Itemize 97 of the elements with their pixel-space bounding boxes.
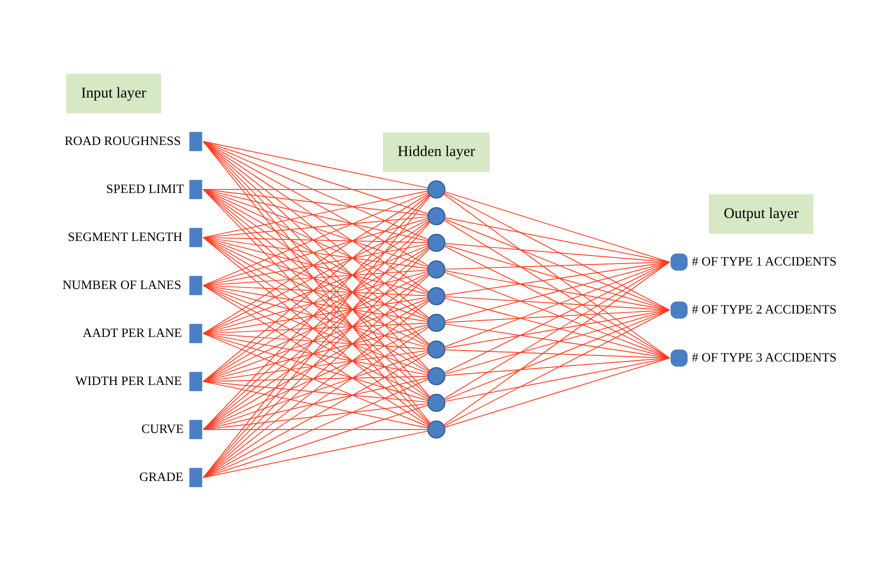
connector xyxy=(202,271,428,334)
connector xyxy=(202,218,429,286)
connector xyxy=(202,378,429,478)
connector xyxy=(444,246,670,358)
node-label: SPEED LIMIT xyxy=(106,182,184,196)
connector xyxy=(202,285,429,400)
connector xyxy=(202,352,429,430)
connector xyxy=(202,333,428,376)
connector xyxy=(202,141,429,240)
connector xyxy=(444,262,670,400)
connector xyxy=(444,310,670,426)
connector xyxy=(444,217,670,262)
connector xyxy=(444,358,670,402)
connector xyxy=(444,298,670,358)
connector xyxy=(444,358,670,428)
node-box xyxy=(189,468,202,488)
connector xyxy=(202,270,428,286)
node-label: NUMBER OF LANES xyxy=(62,278,182,292)
connector xyxy=(444,272,670,358)
connector xyxy=(202,403,428,430)
connector xyxy=(444,220,670,358)
node-label: CURVE xyxy=(141,422,184,436)
connector xyxy=(202,189,429,268)
node-circle xyxy=(427,314,446,332)
node-circle xyxy=(427,207,446,226)
connector xyxy=(202,237,428,269)
connector xyxy=(202,141,430,266)
node-box xyxy=(189,228,202,248)
node-circle xyxy=(427,420,446,439)
connector xyxy=(444,191,670,262)
connector xyxy=(202,381,428,403)
node-circle xyxy=(427,394,446,412)
node-box: Input layer xyxy=(66,74,162,114)
node-label: # OF TYPE 2 ACCIDENTS xyxy=(692,302,837,316)
node-box xyxy=(189,132,202,152)
node-box xyxy=(189,372,202,392)
node-label: GRADE xyxy=(139,470,184,484)
connector xyxy=(444,262,670,374)
node-circle xyxy=(670,302,688,319)
connector xyxy=(443,194,670,358)
connector xyxy=(444,310,670,400)
connector xyxy=(202,298,429,382)
connector xyxy=(444,218,670,310)
connector xyxy=(202,430,428,478)
connector xyxy=(202,141,429,214)
node-circle xyxy=(427,287,446,306)
connector xyxy=(444,262,670,322)
connector xyxy=(202,324,428,382)
connector xyxy=(444,192,670,310)
connector xyxy=(444,358,670,376)
connector xyxy=(202,296,428,334)
node-label: # OF TYPE 1 ACCIDENTS xyxy=(692,254,837,268)
connector xyxy=(444,310,670,349)
connector xyxy=(202,350,428,382)
connector xyxy=(202,237,429,321)
connector xyxy=(202,237,428,295)
node-box xyxy=(189,420,202,440)
node-box xyxy=(189,276,202,296)
connector xyxy=(202,333,428,350)
node-label: AADT PER LANE xyxy=(82,326,182,340)
connector xyxy=(202,272,429,382)
connector xyxy=(202,216,428,238)
connector xyxy=(202,189,428,190)
connector xyxy=(443,262,670,426)
node-circle xyxy=(427,367,446,386)
node-circle xyxy=(670,350,688,367)
node-box: Output layer xyxy=(708,194,814,234)
connector xyxy=(202,141,428,188)
node-label: WIDTH PER LANE xyxy=(75,374,182,388)
connector xyxy=(202,333,429,402)
connector xyxy=(444,310,670,374)
connector xyxy=(202,245,429,334)
node-circle xyxy=(670,254,688,271)
connector xyxy=(444,244,670,310)
connector xyxy=(202,285,428,296)
node-circle xyxy=(427,180,446,199)
node-box xyxy=(189,180,202,200)
node-label: ROAD ROUGHNESS xyxy=(64,134,181,148)
connector xyxy=(202,285,429,374)
node-circle xyxy=(427,234,446,252)
connector xyxy=(444,310,670,323)
connector xyxy=(202,244,428,286)
connector xyxy=(202,285,428,322)
connector xyxy=(202,237,429,346)
node-box: Hidden layer xyxy=(383,132,490,172)
node-label: # OF TYPE 3 ACCIDENTS xyxy=(692,350,837,364)
connector xyxy=(202,219,429,334)
connector xyxy=(202,404,429,478)
node-label: SEGMENT LENGTH xyxy=(68,230,182,244)
connector xyxy=(202,189,428,216)
node-circle xyxy=(427,340,446,359)
connector xyxy=(202,285,428,348)
node-box xyxy=(189,324,202,344)
connector xyxy=(444,262,670,348)
connector xyxy=(202,429,428,430)
node-circle xyxy=(427,260,446,279)
connector xyxy=(202,352,430,478)
